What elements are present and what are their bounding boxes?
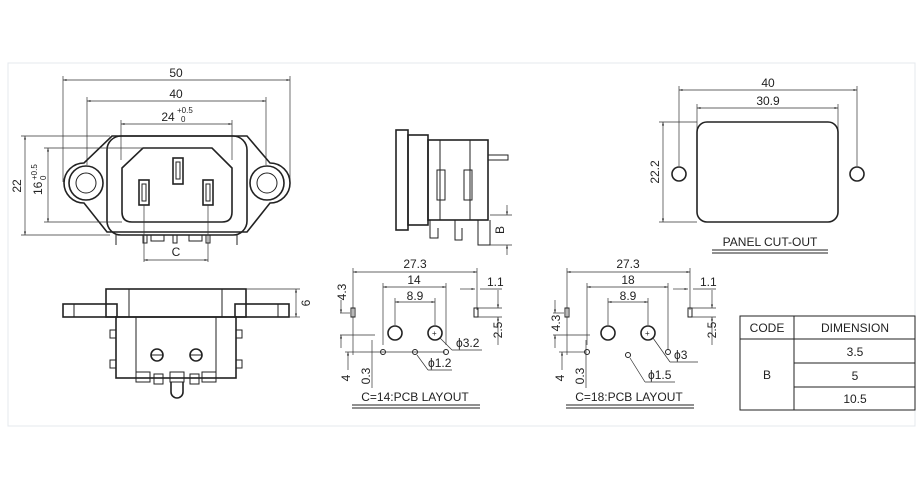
- front-view: 50 40 24 +0.5 0 22 16 +0.5: [10, 66, 291, 262]
- table-header-dimension: DIMENSION: [821, 321, 889, 335]
- panel-cutout-label: PANEL CUT-OUT: [723, 235, 818, 249]
- dim-hole-small: ϕ1.5: [648, 368, 672, 382]
- pcb-layout-14-label: C=14:PCB LAYOUT: [361, 390, 469, 404]
- dim-b: B: [493, 226, 507, 234]
- dim-4-3: 4.3: [549, 314, 563, 331]
- cutout-outline: [696, 121, 839, 223]
- dim-50: 50: [169, 66, 183, 80]
- table-cell-value: 3.5: [847, 345, 864, 359]
- dim-hole-small: ϕ1.2: [428, 356, 452, 370]
- dim-8-9: 8.9: [407, 289, 424, 303]
- dim-6: 6: [299, 299, 313, 306]
- side-view: B: [395, 129, 512, 255]
- dim-4-3: 4.3: [335, 283, 349, 300]
- dim-16: 16: [31, 181, 45, 195]
- pin-slot-earth: [172, 157, 184, 185]
- dim-14: 14: [407, 273, 421, 287]
- dim-2-5: 2.5: [705, 321, 719, 338]
- tol-lower-16: 0: [39, 175, 48, 180]
- dim-2-5: 2.5: [491, 321, 505, 338]
- tol-lower: 0: [181, 115, 186, 124]
- pcb-layout-c14: 27.3 14 8.9 1.1 + 2.5 4.3 4 0.3 ϕ3.2 ϕ1.: [335, 257, 505, 409]
- table-cell-value: 5: [852, 369, 859, 383]
- dim-8-9: 8.9: [620, 289, 637, 303]
- dim-4: 4: [553, 374, 567, 381]
- dim-40: 40: [169, 87, 183, 101]
- dim-1-1: 1.1: [487, 275, 504, 289]
- dim-40-cutout: 40: [761, 76, 775, 90]
- dim-0-3: 0.3: [359, 367, 373, 384]
- mount-hole-right: [249, 165, 285, 201]
- dim-c: C: [172, 245, 181, 259]
- table-cell-code: B: [763, 368, 771, 382]
- pcb-layout-18-label: C=18:PCB LAYOUT: [575, 390, 683, 404]
- drawing-frame: [7, 62, 916, 427]
- svg-text:+: +: [645, 329, 650, 338]
- bottom-view: 6: [62, 288, 313, 399]
- panel-cutout: 40 30.9 22.2 PANEL CUT-OUT: [648, 76, 865, 254]
- dim-0-3: 0.3: [573, 367, 587, 384]
- dim-hole-large: ϕ3.2: [456, 336, 480, 350]
- dim-24: 24: [161, 110, 175, 124]
- tol-upper: +0.5: [177, 106, 193, 115]
- dimension-table: CODE DIMENSION B 3.5 5 10.5: [739, 315, 916, 411]
- dim-27-3: 27.3: [403, 257, 427, 271]
- dim-22: 22: [10, 179, 24, 193]
- svg-text:+: +: [432, 329, 437, 338]
- dim-27-3: 27.3: [616, 257, 640, 271]
- table-cell-value: 10.5: [843, 392, 867, 406]
- table-header-code: CODE: [750, 321, 785, 335]
- dim-18: 18: [621, 273, 635, 287]
- dim-4: 4: [339, 374, 353, 381]
- dim-1-1: 1.1: [700, 275, 717, 289]
- dim-22-2: 22.2: [648, 160, 662, 184]
- dim-hole-large: ϕ3: [674, 348, 688, 362]
- pcb-layout-c18: 27.3 18 8.9 1.1 + 2.5 4.3 4 0.3 ϕ3 ϕ1.5: [549, 257, 719, 409]
- tol-upper-16: +0.5: [30, 164, 39, 180]
- mount-hole-left: [68, 165, 104, 201]
- dim-30-9: 30.9: [756, 94, 780, 108]
